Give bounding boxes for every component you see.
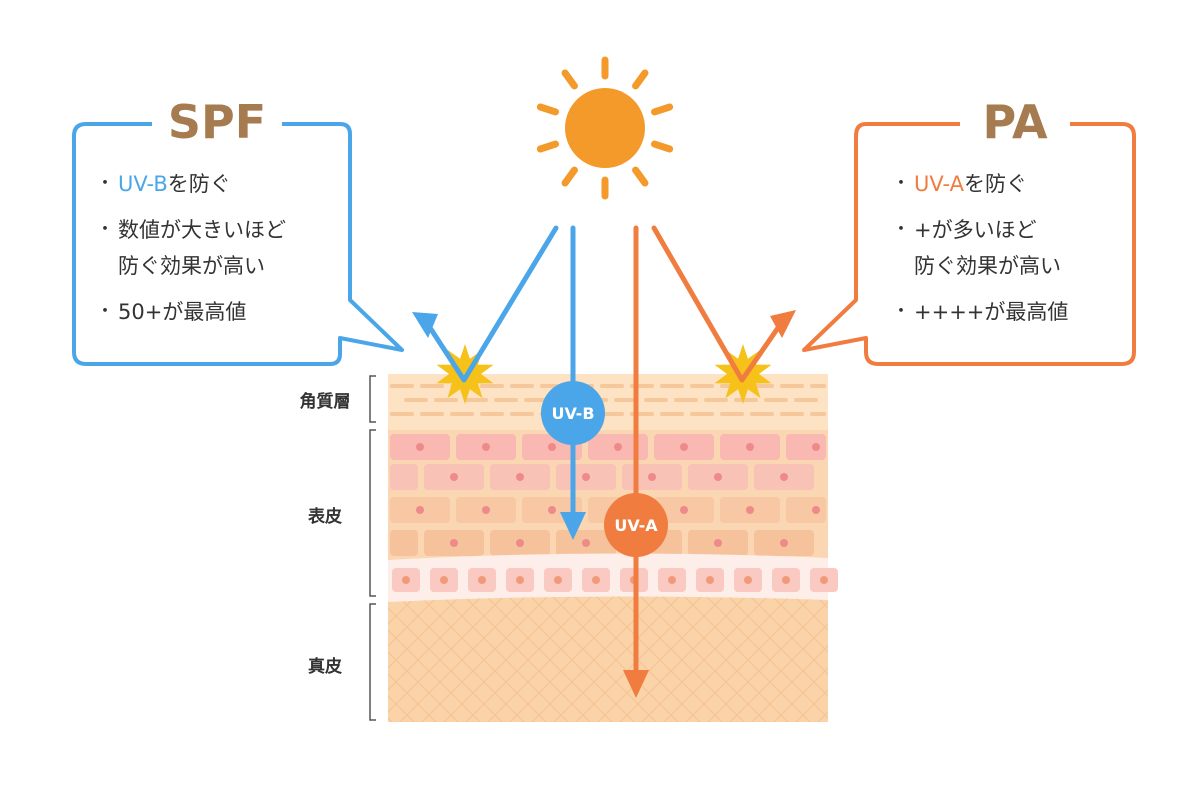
- cell-nucleus: [416, 443, 424, 451]
- epidermis-cell: [390, 530, 418, 556]
- epidermis-cell: [390, 464, 418, 490]
- cell-nucleus: [516, 473, 524, 481]
- uva-bubble: UV-A: [604, 493, 668, 557]
- label-dermis: 真皮: [308, 657, 342, 677]
- basal-nucleus: [668, 576, 676, 584]
- basal-nucleus: [440, 576, 448, 584]
- cell-nucleus: [548, 506, 556, 514]
- cell-nucleus: [482, 443, 490, 451]
- basal-nucleus: [402, 576, 410, 584]
- spf-bullet-effect-line2: 防ぐ効果が高い: [118, 254, 265, 278]
- cell-nucleus: [482, 506, 490, 514]
- cell-nucleus: [746, 506, 754, 514]
- basal-nucleus: [744, 576, 752, 584]
- sun-icon: [536, 56, 674, 200]
- spf-bullet-protects-text: を防ぐ: [167, 172, 231, 196]
- sun-ray: [650, 103, 674, 116]
- sun-ray: [536, 140, 560, 153]
- layer-brackets: [369, 375, 376, 721]
- cell-nucleus: [780, 539, 788, 547]
- sun-ray: [650, 140, 674, 153]
- uvb-reflect-arrowhead: [412, 312, 438, 338]
- uva-rays: [633, 225, 785, 679]
- pa-bullet-protects-text: を防ぐ: [964, 172, 1027, 196]
- basal-nucleus: [554, 576, 562, 584]
- sun-rays: [536, 56, 674, 200]
- sun-ray: [561, 69, 578, 90]
- sun-ray: [632, 69, 649, 90]
- cell-nucleus: [614, 443, 622, 451]
- bracket-epidermis: [369, 429, 376, 597]
- cell-nucleus: [582, 473, 590, 481]
- cell-nucleus: [812, 443, 820, 451]
- basal-nucleus: [782, 576, 790, 584]
- sun-ray: [561, 166, 578, 187]
- spf-bullet-protects: UV-Bを防ぐ: [96, 166, 340, 202]
- pa-bullet-protects: UV-Aを防ぐ: [892, 166, 1136, 202]
- cell-nucleus: [714, 539, 722, 547]
- spf-highlight-uvb: UV-B: [118, 172, 168, 196]
- epidermis-cell: [786, 497, 826, 523]
- spf-bullet-max: 50+が最高値: [96, 294, 340, 330]
- uva-reflect-arrowhead: [770, 310, 796, 338]
- pa-highlight-uva: UV-A: [914, 172, 964, 196]
- cell-nucleus: [680, 443, 688, 451]
- cell-nucleus: [450, 539, 458, 547]
- uvb-rays: [422, 225, 576, 523]
- cell-nucleus: [416, 506, 424, 514]
- spf-bullet-list: UV-Bを防ぐ 数値が大きいほど 防ぐ効果が高い 50+が最高値: [96, 166, 340, 340]
- cell-nucleus: [648, 473, 656, 481]
- spf-bullet-effect: 数値が大きいほど 防ぐ効果が高い: [96, 212, 340, 284]
- label-epidermis: 表皮: [308, 507, 342, 527]
- cell-nucleus: [812, 506, 820, 514]
- sun-ray: [536, 103, 560, 116]
- epidermis-cell: [786, 434, 826, 460]
- label-stratum-corneum: 角質層: [299, 392, 351, 412]
- cell-nucleus: [680, 506, 688, 514]
- cell-nucleus: [548, 443, 556, 451]
- uvb-reflected-ray: [422, 225, 559, 383]
- cell-nucleus: [516, 539, 524, 547]
- uvb-bubble-label: UV-B: [551, 404, 594, 423]
- uvb-bubble: UV-B: [541, 381, 605, 445]
- spf-bullet-max-text: 50+が最高値: [118, 300, 247, 324]
- pa-bullet-max: ++++が最高値: [892, 294, 1136, 330]
- pa-title: PA: [960, 92, 1070, 152]
- uva-reflected-ray: [651, 225, 785, 383]
- spf-bullet-effect-line1: 数値が大きいほど: [118, 218, 286, 242]
- spf-title: SPF: [152, 92, 282, 152]
- basal-nucleus: [478, 576, 486, 584]
- uva-arrowhead: [623, 670, 649, 698]
- basal-nucleus: [516, 576, 524, 584]
- dermis-layer: [388, 596, 828, 722]
- sun-ray: [632, 166, 649, 187]
- pa-bullet-effect-line2: 防ぐ効果が高い: [914, 254, 1061, 278]
- uva-bubble-label: UV-A: [614, 516, 658, 535]
- pa-bullet-max-text: ++++が最高値: [914, 300, 1069, 324]
- bracket-dermis: [369, 603, 376, 721]
- cell-nucleus: [714, 473, 722, 481]
- basal-cells: [392, 568, 838, 592]
- pa-bullet-effect-line1: +が多いほど: [914, 218, 1037, 242]
- skin-cross-section: [388, 374, 838, 722]
- cell-nucleus: [450, 473, 458, 481]
- pa-bullet-list: UV-Aを防ぐ +が多いほど 防ぐ効果が高い ++++が最高値: [892, 166, 1136, 340]
- sun-disc: [565, 88, 645, 168]
- uvb-arrowhead: [560, 512, 586, 540]
- pa-bullet-effect: +が多いほど 防ぐ効果が高い: [892, 212, 1136, 284]
- basal-nucleus: [706, 576, 714, 584]
- bracket-stratum-corneum: [369, 375, 376, 423]
- cell-nucleus: [780, 473, 788, 481]
- cell-nucleus: [746, 443, 754, 451]
- basal-nucleus: [820, 576, 828, 584]
- basal-nucleus: [592, 576, 600, 584]
- cell-nucleus: [582, 539, 590, 547]
